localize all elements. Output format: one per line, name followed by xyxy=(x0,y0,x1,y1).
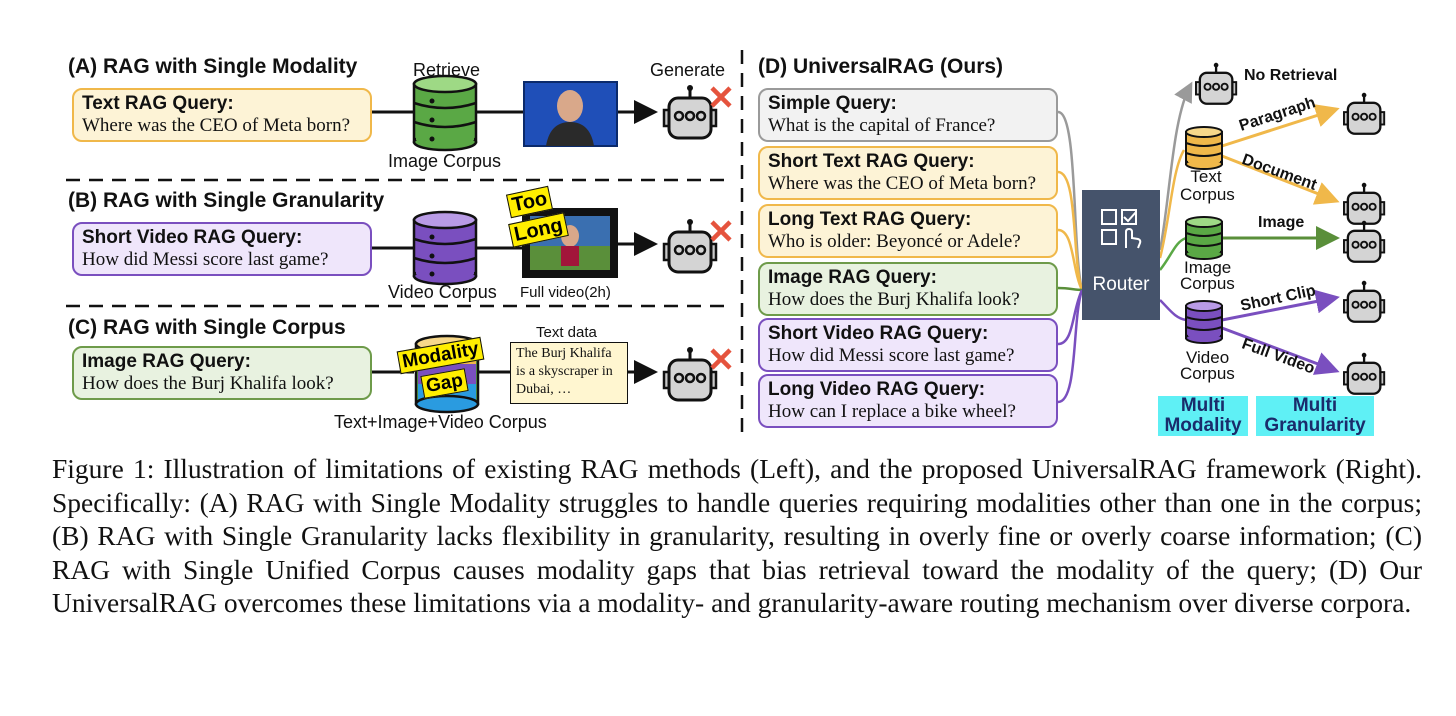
note-line: is a skyscraper in xyxy=(516,364,613,379)
query-title: Text RAG Query: xyxy=(82,93,234,114)
robot-icon xyxy=(1343,92,1386,135)
robot-icon xyxy=(1343,220,1386,263)
universal-query-box: Image RAG Query:How does the Burj Khalif… xyxy=(758,262,1058,316)
image-corpus-line1: Image xyxy=(1184,258,1232,277)
multi-modality-badge: Multi Modality xyxy=(1158,396,1248,436)
robot-icon xyxy=(1343,280,1386,323)
video-corpus-db-icon xyxy=(412,210,478,286)
universal-query-box: Short Video RAG Query:How did Messi scor… xyxy=(758,318,1058,372)
text-data-note: The Burj Khalifa is a skyscraper in Duba… xyxy=(510,342,628,404)
robot-icon xyxy=(662,219,732,274)
retrieve-label: Retrieve xyxy=(413,60,481,80)
robot-icon xyxy=(662,347,732,402)
query-title: Short Video RAG Query: xyxy=(768,323,989,344)
image-corpus-line2: Corpus xyxy=(1180,274,1235,293)
query-title: Image RAG Query: xyxy=(768,267,937,288)
query-text: Who is older: Beyoncé or Adele? xyxy=(768,231,1021,252)
panel-d-title: (D) UniversalRAG (Ours) xyxy=(758,55,1004,78)
error-x-icon xyxy=(710,220,732,242)
image-label: Image xyxy=(1258,214,1305,231)
router-icon xyxy=(1101,209,1142,249)
universal-query-box: Simple Query:What is the capital of Fran… xyxy=(758,88,1058,142)
query-title: Short Video RAG Query: xyxy=(82,227,303,248)
film-strip-image xyxy=(522,208,618,278)
generate-label: Generate xyxy=(650,60,726,80)
query-text: How can I replace a bike wheel? xyxy=(768,401,1016,422)
query-title: Long Text RAG Query: xyxy=(768,209,972,230)
error-x-icon xyxy=(710,348,732,370)
router-block: Router xyxy=(1082,190,1160,320)
robot-icon xyxy=(1195,62,1238,105)
badge-line: Modality xyxy=(1164,415,1242,436)
figure-caption: Figure 1: Illustration of limitations of… xyxy=(52,453,1422,618)
text-corpus-db-icon xyxy=(1185,126,1223,170)
no-retrieval-label: No Retrieval xyxy=(1244,67,1338,84)
badge-line: Multi xyxy=(1292,395,1338,416)
query-text: Where was the CEO of Meta born? xyxy=(82,115,351,136)
robot-icon xyxy=(662,85,732,140)
text-corpus-line1: Text xyxy=(1190,167,1222,186)
video-corpus-line1: Video xyxy=(1186,348,1230,367)
query-text: How does the Burj Khalifa look? xyxy=(82,373,334,394)
short-video-query-box: Short Video RAG Query: How did Messi sco… xyxy=(72,222,372,276)
router-label: Router xyxy=(1092,274,1150,295)
note-line: Dubai, … xyxy=(516,382,572,397)
universal-query-box: Long Text RAG Query:Who is older: Beyonc… xyxy=(758,204,1058,258)
badge-line: Multi xyxy=(1180,395,1226,416)
panel-a-title: (A) RAG with Single Modality xyxy=(68,55,358,78)
universal-query-box: Long Video RAG Query:How can I replace a… xyxy=(758,374,1058,428)
image-corpus-db-icon xyxy=(412,74,478,152)
text-data-label: Text data xyxy=(536,324,597,341)
multi-granularity-badge: Multi Granularity xyxy=(1256,396,1374,436)
figure: (A) RAG with Single Modality Retrieve Ge… xyxy=(66,50,1386,436)
figure-graphics xyxy=(66,50,1340,434)
robot-icon xyxy=(1343,352,1386,395)
query-text: What is the capital of France? xyxy=(768,115,996,136)
full-video-label: Full video(2h) xyxy=(520,284,611,301)
image-corpus-small-db-icon xyxy=(1185,216,1223,260)
query-title: Long Video RAG Query: xyxy=(768,379,986,400)
text-rag-query-box: Text RAG Query: Where was the CEO of Met… xyxy=(72,88,372,142)
badge-line: Granularity xyxy=(1264,415,1366,436)
error-x-icon xyxy=(710,86,732,108)
query-text: How did Messi score last game? xyxy=(82,249,329,270)
query-text: How does the Burj Khalifa look? xyxy=(768,289,1020,310)
image-corpus-label: Image Corpus xyxy=(388,151,502,171)
query-text: Where was the CEO of Meta born? xyxy=(768,173,1037,194)
mixed-corpus-label: Text+Image+Video Corpus xyxy=(334,412,547,432)
video-corpus-line2: Corpus xyxy=(1180,364,1235,383)
image-rag-query-box: Image RAG Query: How does the Burj Khali… xyxy=(72,346,372,400)
query-title: Simple Query: xyxy=(768,93,897,114)
panel-c-title: (C) RAG with Single Corpus xyxy=(68,316,346,339)
text-corpus-label: Text xyxy=(1190,168,1222,186)
robot-icon xyxy=(1343,182,1386,225)
text-corpus-line2: Corpus xyxy=(1180,185,1235,204)
ceo-photo-image xyxy=(523,81,618,147)
note-line: The Burj Khalifa xyxy=(516,346,612,361)
video-corpus-label: Video Corpus xyxy=(388,282,497,302)
video-corpus-small-db-icon xyxy=(1185,300,1223,344)
query-text: How did Messi score last game? xyxy=(768,345,1015,366)
query-title: Short Text RAG Query: xyxy=(768,151,975,172)
panel-b-title: (B) RAG with Single Granularity xyxy=(68,189,385,212)
universal-query-box: Short Text RAG Query:Where was the CEO o… xyxy=(758,146,1058,200)
query-title: Image RAG Query: xyxy=(82,351,251,372)
